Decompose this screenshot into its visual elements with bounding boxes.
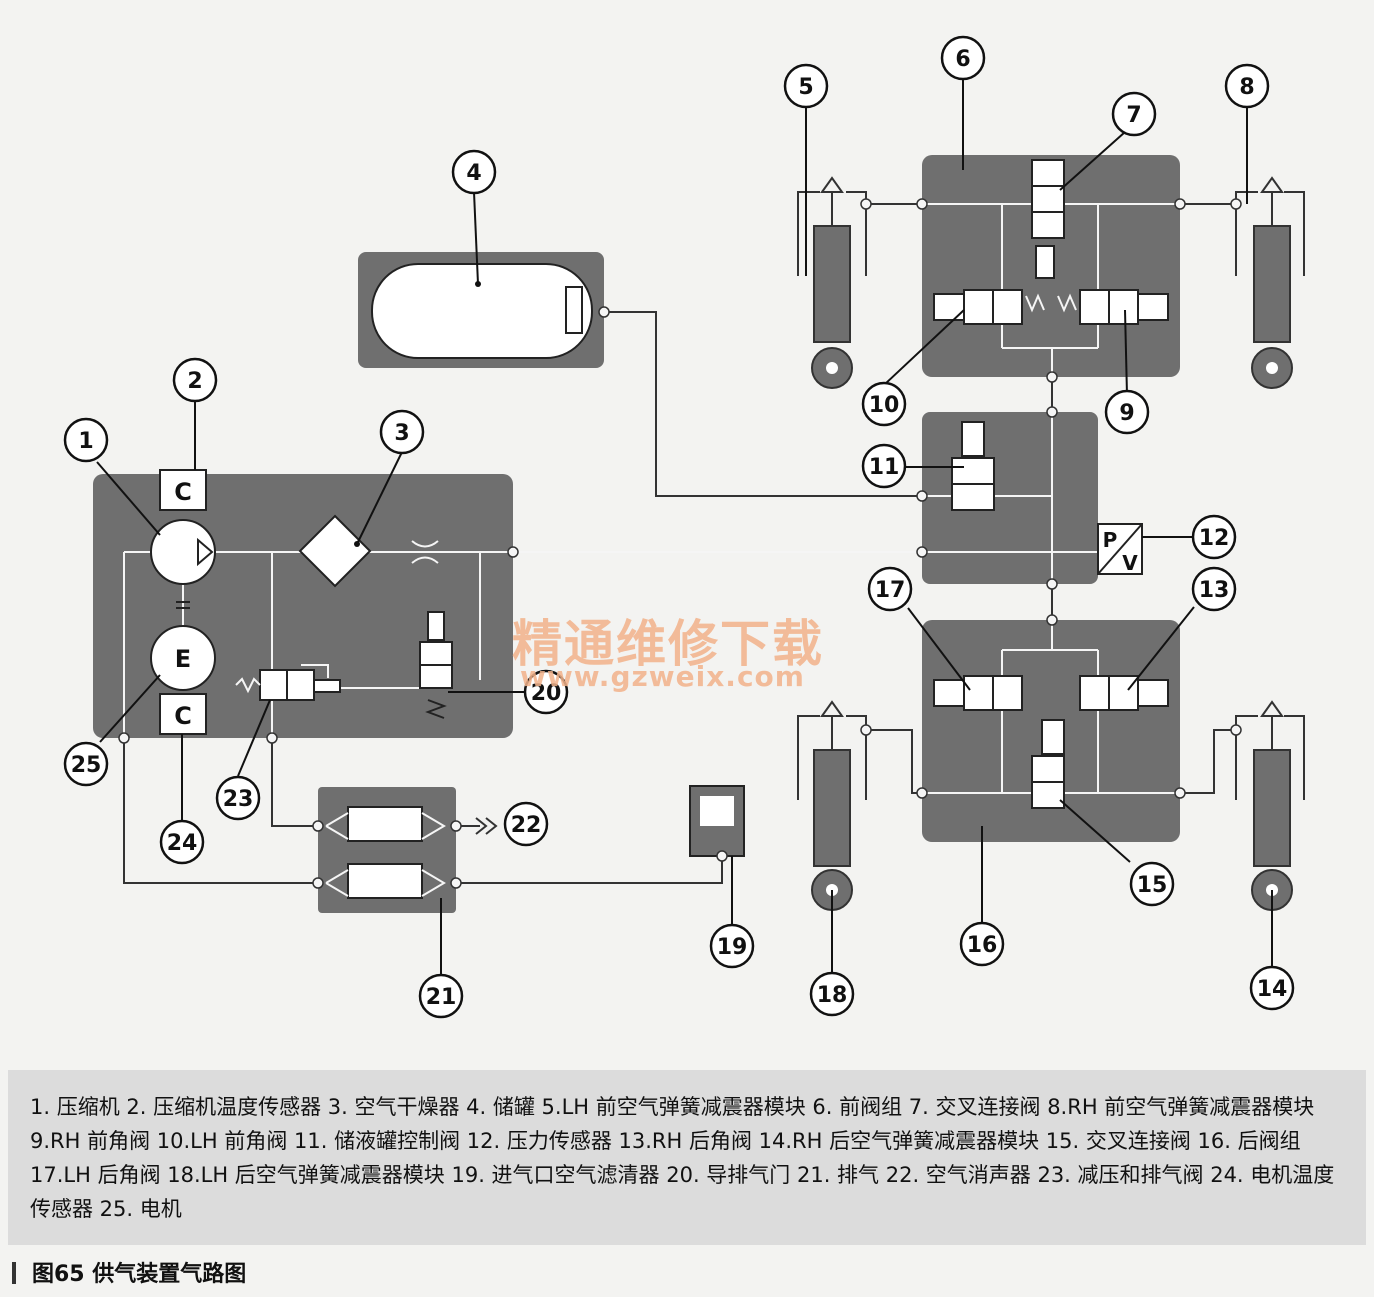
- pressure-p-label: P: [1103, 528, 1118, 552]
- callout-label-3: 3: [394, 421, 409, 446]
- callout-circle-11: [861, 443, 907, 489]
- caption-text: 图65 供气装置气路图: [32, 1262, 247, 1287]
- legend-text: 1. 压缩机 2. 压缩机温度传感器 3. 空气干燥器 4. 储罐 5.LH 前…: [30, 1095, 1335, 1221]
- callout-circle-25: [63, 741, 109, 787]
- callout-circles: 1234567891011121314151617181920212223242…: [63, 35, 1295, 1019]
- front-cross-valve: [1031, 159, 1065, 279]
- intake-filter: [689, 785, 745, 857]
- motor: E: [150, 625, 216, 691]
- lh-front-spring-module: [797, 176, 867, 389]
- callout-label-7: 7: [1126, 103, 1141, 128]
- reservoir-valve-block: [922, 412, 1098, 584]
- junction-dots: [118, 198, 1242, 889]
- callout-label-13: 13: [1199, 578, 1230, 603]
- callout-circle-24: [159, 819, 205, 865]
- watermark-en: www.gzweix.com: [520, 660, 805, 693]
- rh-front-corner-valve: [1057, 289, 1169, 325]
- callout-label-22: 22: [511, 813, 542, 838]
- callout-label-11: 11: [869, 455, 900, 480]
- external-lines: [123, 203, 1236, 884]
- figure-caption: 图65 供气装置气路图: [12, 1256, 246, 1288]
- callout-circle-7: [1111, 91, 1157, 137]
- callout-circle-12: [1191, 514, 1237, 560]
- relief-exhaust-valve: [235, 669, 341, 701]
- legend-box: 1. 压缩机 2. 压缩机温度传感器 3. 空气干燥器 4. 储罐 5.LH 前…: [8, 1070, 1366, 1245]
- lh-front-corner-valve: [933, 289, 1045, 325]
- callout-circle-3: [379, 409, 425, 455]
- callout-label-9: 9: [1119, 401, 1134, 426]
- reservoir-tank: [371, 263, 593, 359]
- callout-label-2: 2: [187, 369, 202, 394]
- callout-label-6: 6: [955, 47, 970, 72]
- callout-label-20: 20: [531, 681, 562, 706]
- callout-label-21: 21: [426, 985, 457, 1010]
- compressor-temp-sensor: C: [159, 469, 207, 511]
- air-silencer: [325, 806, 498, 899]
- callout-label-8: 8: [1239, 75, 1254, 100]
- callout-circle-4: [451, 149, 497, 195]
- callout-circle-21: [418, 973, 464, 1019]
- lh-rear-corner-valve: [933, 675, 1023, 711]
- callout-circle-22: [503, 801, 549, 847]
- callout-circle-16: [959, 921, 1005, 967]
- callout-circle-19: [709, 923, 755, 969]
- callout-circle-20: [523, 669, 569, 715]
- callout-label-18: 18: [817, 983, 848, 1008]
- rear-cross-valve: [1031, 719, 1065, 809]
- rh-front-spring-module: [1235, 176, 1305, 389]
- callout-circle-9: [1104, 389, 1150, 435]
- motor-temp-label: C: [174, 702, 192, 730]
- callout-circle-23: [215, 775, 261, 821]
- pressure-v-label: V: [1122, 551, 1138, 575]
- callout-circle-1: [63, 417, 109, 463]
- callout-circle-5: [783, 63, 829, 109]
- callout-circle-8: [1224, 63, 1270, 109]
- callout-label-25: 25: [71, 753, 102, 778]
- lh-rear-spring-module: [797, 700, 867, 911]
- callout-label-24: 24: [167, 831, 198, 856]
- watermark-cn: 精通维修下载: [512, 615, 824, 673]
- callout-circle-18: [809, 971, 855, 1017]
- callout-circle-14: [1249, 965, 1295, 1011]
- callout-label-15: 15: [1137, 873, 1168, 898]
- callout-label-1: 1: [78, 429, 93, 454]
- callout-label-17: 17: [875, 578, 906, 603]
- orifice: [411, 540, 439, 564]
- callout-circle-15: [1129, 861, 1175, 907]
- leader-lines: [96, 78, 1273, 974]
- callout-circle-6: [940, 35, 986, 81]
- caption-bar: [12, 1262, 16, 1284]
- pilot-exhaust-valve: [419, 611, 453, 719]
- callout-circle-13: [1191, 566, 1237, 612]
- pneumatic-diagram: C E C: [63, 35, 1305, 1019]
- callout-label-4: 4: [466, 161, 481, 186]
- callout-label-19: 19: [717, 935, 748, 960]
- callout-circle-17: [867, 566, 913, 612]
- rh-rear-corner-valve: [1079, 675, 1169, 711]
- callout-label-12: 12: [1199, 526, 1230, 551]
- pressure-sensor: P V: [1097, 523, 1143, 575]
- rh-rear-spring-module: [1235, 700, 1305, 911]
- compressor-temp-label: C: [174, 478, 192, 506]
- reservoir-control-valve: [951, 421, 995, 511]
- callout-circle-10: [861, 381, 907, 427]
- callout-label-10: 10: [869, 393, 900, 418]
- motor-label: E: [175, 645, 191, 673]
- callout-label-5: 5: [798, 75, 813, 100]
- motor-temp-sensor: C: [159, 693, 207, 735]
- callout-label-16: 16: [967, 933, 998, 958]
- compressor: [150, 519, 216, 609]
- callout-label-14: 14: [1257, 977, 1288, 1002]
- callout-circle-2: [172, 357, 218, 403]
- callout-label-23: 23: [223, 787, 254, 812]
